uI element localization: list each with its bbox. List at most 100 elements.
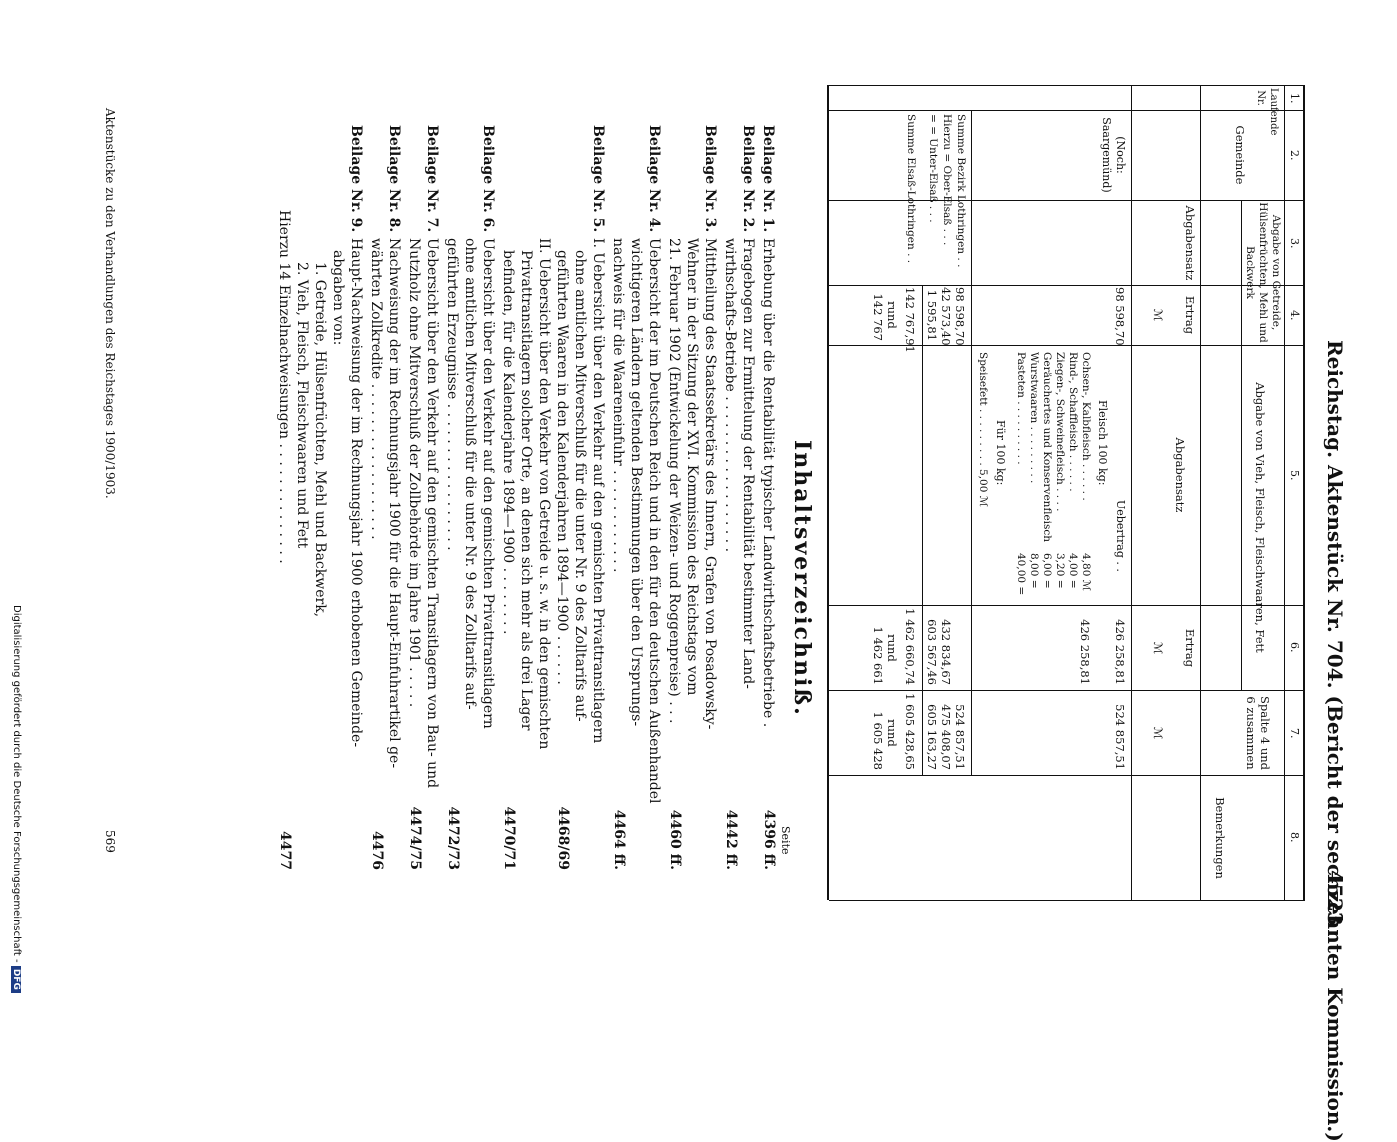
- fleisch-label: Fleisch 100 kg:: [1096, 400, 1109, 486]
- rate-value: 4,00 =: [1067, 553, 1079, 589]
- toc-line: Uebersicht über den Verkehr auf den gemi…: [424, 238, 440, 789]
- sum-col7: 475 408,07: [939, 704, 953, 770]
- toc-line: ohne amtlichen Mitverschluß für die unte…: [462, 238, 478, 710]
- total-col4: 142 767,91: [903, 287, 917, 353]
- header-spalte-4-6: Spalte 4 und 6 zusammen: [1243, 695, 1272, 770]
- toc-line: befinden, für die Kalenderjahre 1894—190…: [500, 250, 516, 635]
- toc-line: nachweis für die Waareneinfuhr . . . . .…: [610, 238, 626, 573]
- dfg-notice: Digitalisierung gefördert durch die Deut…: [11, 605, 22, 997]
- total-label: Summe Elsaß-Lothringen . .: [905, 114, 917, 264]
- rate-label: Pasteten . . . . . . . . . .: [1015, 352, 1027, 465]
- rund-col4: 142 767: [871, 293, 885, 341]
- table-left-rule: [829, 85, 1305, 86]
- rate-label: Rind-, Schaffleisch . . . . . .: [1067, 352, 1079, 492]
- footer-page: 569: [103, 830, 117, 853]
- col-number-8: 8.: [1288, 832, 1301, 843]
- total-top-rule: [922, 285, 923, 775]
- sum-col4: 98 598,70: [953, 287, 967, 346]
- dfg-logo: DFG: [11, 965, 21, 993]
- scanned-page: Reichstag. Aktenstück Nr. 704. (Bericht …: [11, 85, 1347, 1142]
- page-number: 4523: [1323, 870, 1347, 926]
- toc-page: 4474/75: [407, 806, 423, 870]
- toc-line: geführten Erzeugnisse . . . . . . . . . …: [444, 238, 460, 551]
- toc-beilage: Beilage Nr. 5.: [590, 125, 606, 233]
- header-lfd-nr: Laufende Nr.: [1255, 88, 1280, 136]
- col-number-3: 3.: [1288, 238, 1301, 249]
- sum-label: Hierzu = Ober-Elsaß . . .: [941, 114, 953, 246]
- header-mark-3: ℳ: [1151, 726, 1165, 740]
- header-ertrag: Ertrag: [1183, 295, 1197, 335]
- sum-col7: 524 857,51: [953, 704, 967, 770]
- header-abgabensatz: Abgabensatz: [1183, 205, 1197, 281]
- rund-label-col6: rund: [885, 634, 899, 662]
- rate-value: 40,00 =: [1015, 553, 1027, 596]
- table-colnum-rule: [1284, 85, 1285, 900]
- col-number-5: 5.: [1288, 470, 1301, 481]
- toc-beilage: Beilage Nr. 2.: [740, 125, 756, 233]
- toc-beilage: Beilage Nr. 8.: [386, 125, 402, 233]
- rund-label-col7: rund: [885, 719, 899, 747]
- col-divider-4: [829, 345, 1305, 346]
- header-abgabe-getreide: Abgabe von Getreide, Hülsenfrüchten, Meh…: [1243, 202, 1282, 343]
- toc-beilage: Beilage Nr. 4.: [646, 125, 662, 233]
- col7-uebertrag: 524 857,51: [1113, 704, 1127, 770]
- header-mark-2: ℳ: [1151, 641, 1165, 655]
- total-col7: 1 605 428,65: [903, 693, 917, 770]
- header-ertrag-2: Ertrag: [1183, 628, 1197, 668]
- toc-line: Hierzu 14 Einzelnachweisungen . . . . . …: [276, 210, 292, 564]
- toc-line: wirthschafts-Betriebe . . . . . . . . . …: [722, 238, 738, 553]
- toc-line: II. Uebersicht über den Verkehr von Getr…: [536, 238, 552, 750]
- toc-line: Wehner in der Sitzung der XVI. Kommissio…: [684, 238, 700, 696]
- gemeinde-value: (Noch: Saargemünd): [1100, 117, 1127, 193]
- col6-uebertrag: 426 258,81: [1113, 619, 1127, 685]
- rotated-page-content: Reichstag. Aktenstück Nr. 704. (Bericht …: [11, 85, 1347, 1142]
- rund-col7: 1 605 428: [871, 711, 885, 770]
- fett-label: Für 100 kg:: [994, 420, 1007, 486]
- rund-col6: 1 462 661: [871, 626, 885, 685]
- total-col6: 1 462 660,74: [903, 608, 917, 685]
- toc-page: 4460 ff.: [667, 809, 683, 870]
- table-top-rule: [1303, 85, 1305, 900]
- toc-line: 2. Vieh, Fleisch, Fleischwaaren und Fett: [294, 262, 310, 549]
- rate-value: 6,00 =: [1041, 553, 1053, 589]
- footer-source: Aktenstücke zu den Verhandlungen des Rei…: [103, 108, 117, 499]
- speisefett-rate: Speisefett . . . . . . . . . 5,00 ℳ: [977, 352, 989, 507]
- table-right-rule: [829, 900, 1305, 901]
- rate-label: Geräuchertes und Konservenfleisch: [1041, 352, 1053, 543]
- toc-page: 4442 ff.: [723, 809, 739, 870]
- col-divider-5: [829, 605, 1305, 606]
- table-subheader-rule: [1131, 85, 1132, 900]
- rund-label-col4: rund: [885, 301, 899, 329]
- rate-value: 3,20 =: [1054, 553, 1066, 589]
- header-abgabensatz-2: Abgabensatz: [1173, 437, 1187, 513]
- uebertrag-label: Uebertrag . .: [1114, 500, 1127, 572]
- sum-col4: 1 595,81: [925, 289, 939, 341]
- dfg-notice-text: Digitalisierung gefördert durch die Deut…: [11, 605, 22, 963]
- toc-line: Nachweisung der im Rechnungsjahr 1900 fü…: [386, 238, 402, 769]
- toc-line: währten Zollkredite . . . . . . . . . . …: [368, 238, 384, 540]
- sum-col6: 603 567,46: [925, 619, 939, 685]
- toc-page: 4470/71: [501, 806, 517, 870]
- header-abgabe-vieh: Abgabe von Vieh, Fleisch, Fleischwaaren,…: [1253, 382, 1267, 653]
- toc-line: Mittheilung des Staatssekretärs des Inne…: [702, 238, 718, 730]
- toc-line: wichtigeren Ländern geltenden Bestimmung…: [628, 238, 644, 727]
- toc-beilage: Beilage Nr. 1.: [760, 125, 776, 233]
- sum-col6: 432 834,67: [939, 619, 953, 685]
- toc-page: 4472/73: [445, 806, 461, 870]
- toc-beilage: Beilage Nr. 6.: [480, 125, 496, 233]
- col4-value: 98 598,70: [1113, 287, 1127, 346]
- toc-line: geführten Waaren in den Kalenderjahren 1…: [554, 250, 570, 685]
- toc-page: 4476: [369, 831, 385, 870]
- col-number-4: 4.: [1288, 310, 1301, 321]
- col56-group-rule: [1241, 345, 1242, 690]
- sum-label: = = Unter-Elsaß . . .: [927, 114, 939, 223]
- col6-sum-1: 426 258,81: [1078, 619, 1092, 685]
- table-bottom-rule: [827, 85, 829, 900]
- sum-col4: 42 573,40: [939, 287, 953, 346]
- toc-line: Nutzholz ohne Mitverschluß der Zollbehör…: [406, 238, 422, 708]
- header-bemerkungen: Bemerkungen: [1213, 797, 1227, 879]
- rate-label: Ochsen-, Kalbfleisch . . . . . .: [1080, 352, 1092, 501]
- col-divider-6: [829, 690, 1305, 691]
- header-mark: ℳ: [1151, 308, 1165, 322]
- table-header-rule: [1200, 85, 1201, 900]
